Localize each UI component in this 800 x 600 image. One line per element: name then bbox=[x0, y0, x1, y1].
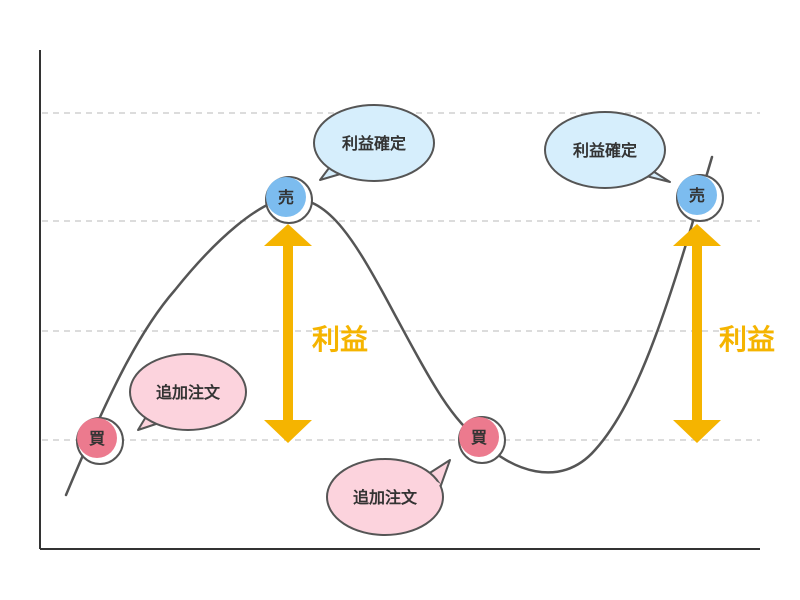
buy-marker-text-1: 買 bbox=[89, 429, 105, 448]
buy-marker-2: 買 bbox=[458, 416, 506, 464]
buy-marker-text-2: 買 bbox=[471, 428, 487, 447]
take-profit-bubble-1: 利益確定 bbox=[313, 104, 435, 182]
take-profit-text-1: 利益確定 bbox=[342, 134, 406, 153]
profit-arrow-2 bbox=[673, 224, 721, 443]
add-order-text-1: 追加注文 bbox=[156, 383, 221, 402]
add-order-text-2: 追加注文 bbox=[353, 488, 418, 507]
take-profit-bubble-2: 利益確定 bbox=[544, 111, 671, 189]
sell-marker-text-2: 売 bbox=[689, 186, 705, 205]
add-order-bubble-1: 追加注文 bbox=[129, 353, 247, 431]
buy-marker-1: 買 bbox=[76, 417, 124, 465]
take-profit-text-2: 利益確定 bbox=[573, 141, 637, 160]
profit-arrow-1 bbox=[264, 224, 312, 443]
price-curve bbox=[64, 155, 714, 497]
sell-marker-1: 売 bbox=[265, 176, 313, 224]
sell-marker-2: 売 bbox=[676, 174, 724, 222]
profit-label-2: 利益 bbox=[719, 323, 775, 356]
sell-marker-text-1: 売 bbox=[278, 188, 294, 207]
guide-lines bbox=[42, 112, 760, 441]
add-order-bubble-2: 追加注文 bbox=[326, 458, 451, 536]
profit-label-1: 利益 bbox=[312, 323, 368, 356]
